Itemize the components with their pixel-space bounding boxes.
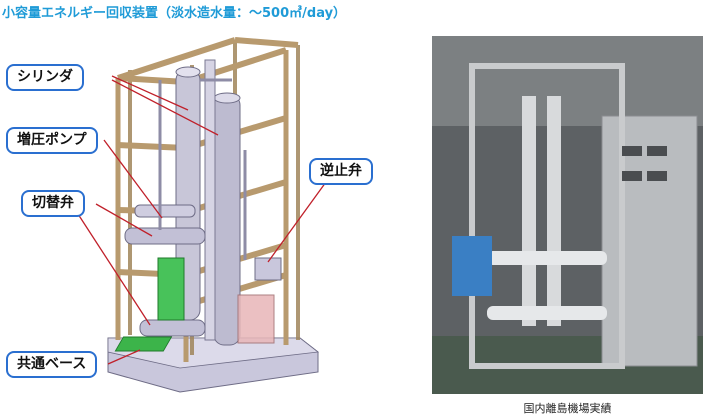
label-switching-valve: 切替弁 bbox=[21, 190, 85, 217]
page-title: 小容量エネルギー回収装置（淡水造水量：～500㎥/day） bbox=[2, 6, 347, 21]
switching-valve-lower bbox=[139, 319, 206, 337]
cylinder-right bbox=[213, 94, 241, 346]
photo-caption: 国内離島機場実績 bbox=[523, 402, 612, 415]
label-check-valve: 逆止弁 bbox=[309, 158, 373, 185]
pink-block bbox=[237, 294, 275, 344]
booster-pump-body bbox=[157, 257, 185, 321]
cad-illustration bbox=[77, 37, 327, 393]
label-cylinder: シリンダ bbox=[6, 64, 84, 91]
label-booster-pump: 増圧ポンプ bbox=[6, 127, 98, 154]
label-common-base: 共通ベース bbox=[6, 351, 98, 378]
green-base-pad bbox=[114, 336, 173, 352]
switching-valve-upper bbox=[124, 227, 206, 245]
installation-photo bbox=[432, 36, 703, 394]
check-valve-block bbox=[254, 257, 282, 281]
